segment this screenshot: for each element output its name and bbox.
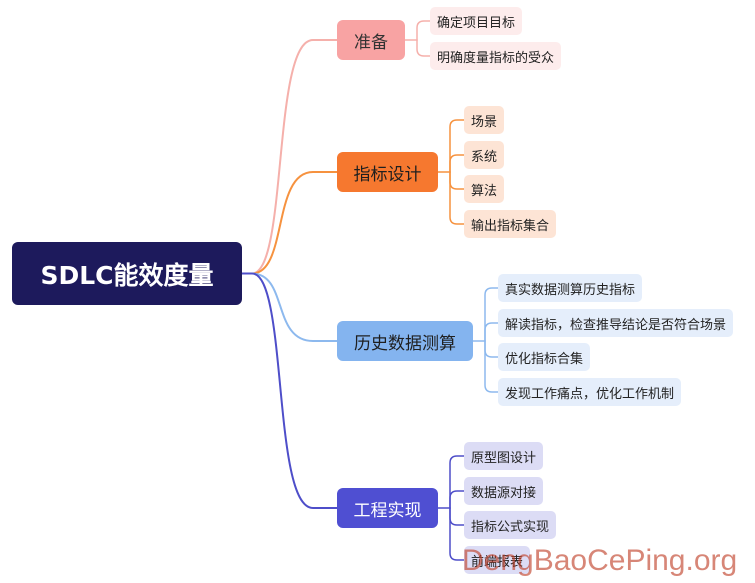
branch-node-metric-design[interactable]: 指标设计 xyxy=(337,152,438,192)
leaf-node[interactable]: 发现工作痛点，优化工作机制 xyxy=(498,378,682,406)
connector-line xyxy=(449,154,465,173)
connector-line xyxy=(449,455,465,509)
leaf-node[interactable]: 确定项目目标 xyxy=(430,7,523,35)
connector-line xyxy=(484,287,499,342)
connector-line xyxy=(416,39,431,57)
connector-line xyxy=(449,171,465,225)
connector-line xyxy=(241,171,338,275)
branch-node-historical-data[interactable]: 历史数据测算 xyxy=(337,321,473,361)
leaf-node[interactable]: 数据源对接 xyxy=(464,477,544,505)
connector-line xyxy=(449,507,465,526)
connector-line xyxy=(241,272,338,509)
root-node[interactable]: SDLC能效度量 xyxy=(12,242,242,305)
leaf-node[interactable]: 解读指标，检查推导结论是否符合场景 xyxy=(498,309,734,337)
connector-line xyxy=(484,340,499,358)
branch-node-prepare[interactable]: 准备 xyxy=(337,20,405,60)
leaf-node[interactable]: 前端报表 xyxy=(464,546,531,574)
leaf-node[interactable]: 真实数据测算历史指标 xyxy=(498,274,643,302)
connector-line xyxy=(449,490,465,509)
connector-line xyxy=(241,39,338,275)
connector-line xyxy=(449,119,465,173)
branch-node-engineering[interactable]: 工程实现 xyxy=(337,488,438,528)
leaf-node[interactable]: 原型图设计 xyxy=(464,442,544,470)
connector-line xyxy=(484,340,499,393)
leaf-node[interactable]: 明确度量指标的受众 xyxy=(430,42,562,70)
connector-line xyxy=(449,171,465,190)
leaf-node[interactable]: 算法 xyxy=(464,175,505,203)
leaf-node[interactable]: 系统 xyxy=(464,141,505,169)
leaf-node[interactable]: 输出指标集合 xyxy=(464,210,557,238)
leaf-node[interactable]: 指标公式实现 xyxy=(464,511,557,539)
connector-line xyxy=(484,322,499,342)
connector-line xyxy=(449,507,465,561)
connector-line xyxy=(416,20,431,41)
connector-line xyxy=(241,272,338,342)
leaf-node[interactable]: 优化指标合集 xyxy=(498,343,591,371)
leaf-node[interactable]: 场景 xyxy=(464,106,505,134)
watermark-text: DengBaoCePing.org xyxy=(462,544,738,577)
